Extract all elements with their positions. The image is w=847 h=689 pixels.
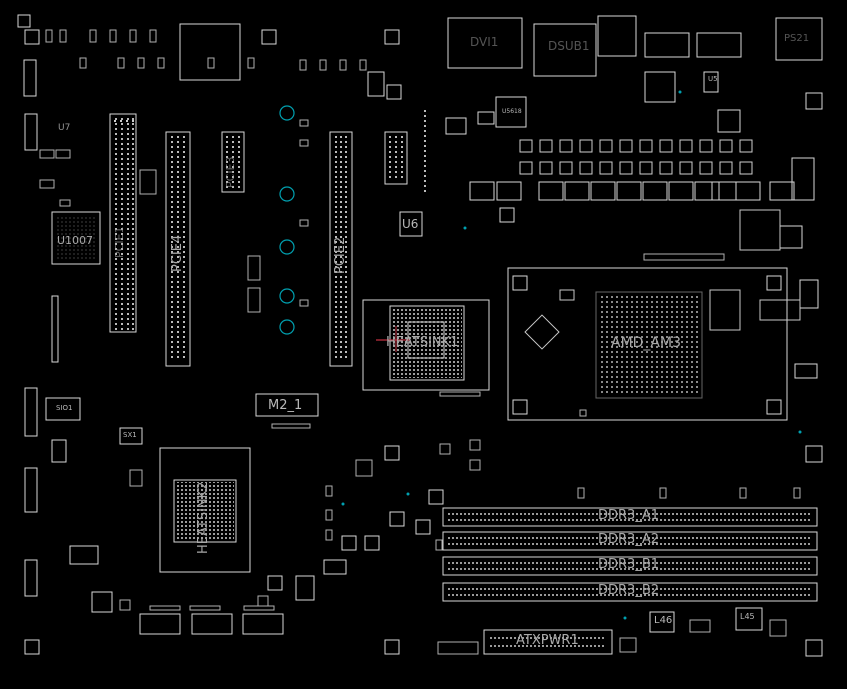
inductor-label-l45: L45 <box>740 612 755 621</box>
chip-label-sio1: SIO1 <box>56 404 73 412</box>
dimm-label-ddr3-b2: DDR3_B2 <box>598 583 660 598</box>
dimm-label-ddr3-a2: DDR3_A2 <box>598 532 659 547</box>
inductor-label-l46: L46 <box>654 615 673 626</box>
slot-label-pcie1: PCIE1 <box>113 226 126 258</box>
chip-label-u1007: U1007 <box>57 234 94 247</box>
connector-label-atxpwr1: ATXPWR1 <box>516 633 579 648</box>
chip-label-u7: U7 <box>58 123 71 133</box>
dimm-label-ddr3-b1: DDR3_B1 <box>598 557 660 572</box>
slot-label-pcie4: PCIE4 <box>170 234 185 272</box>
dimm-label-ddr3-a1: DDR3_A1 <box>598 508 659 523</box>
heatsink-label-2: HEATSINK2 <box>196 481 211 554</box>
crystal-label-sx1: SX1 <box>123 431 137 439</box>
heatsink-label-1: HEATSINK1 <box>386 335 459 350</box>
connector-label-dsub1: DSUB1 <box>548 39 590 53</box>
socket-label-amd-am3: AMD_AM3 <box>611 335 681 351</box>
slot-label-pcie3: PCIE3 <box>224 156 237 188</box>
chip-label-u5618: U5618 <box>502 108 522 115</box>
chip-label-u6: U6 <box>402 217 419 231</box>
chip-label-u5: U5 <box>708 75 718 83</box>
connector-label-ps21: PS21 <box>784 33 810 44</box>
slot-label-m2-1: M2_1 <box>268 398 303 413</box>
slot-label-pcie2: PCIE2 <box>333 236 348 274</box>
connector-label-dvi1: DVI1 <box>470 35 499 49</box>
